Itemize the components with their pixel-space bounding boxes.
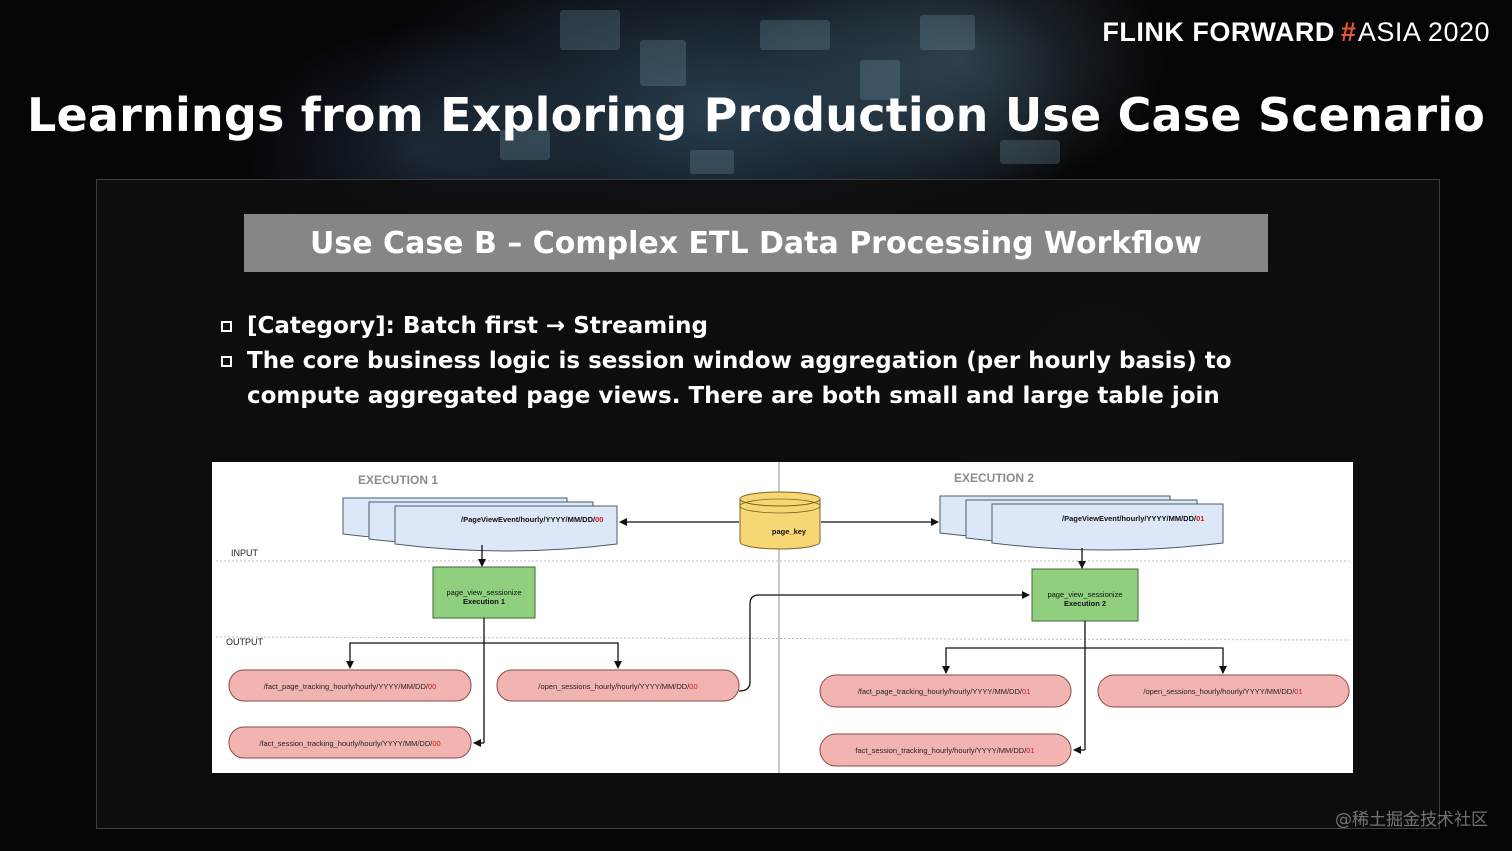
page-key-database: page_key <box>739 491 821 550</box>
exec1-process-box: page_view_sessionize Execution 1 <box>432 566 536 619</box>
exec1-input-document: /PageViewEvent/hourly/YYYY/MM/DD/00 <box>342 497 618 552</box>
bg-tile <box>560 10 620 50</box>
brand-hash: # <box>1340 16 1356 47</box>
exec1-process-name: page_view_sessionize <box>446 588 521 597</box>
exec1-output-fact-page: /fact_page_tracking_hourly/hourly/YYYY/M… <box>228 669 472 702</box>
output-guide-line <box>215 636 1350 641</box>
checkbox-bullet-icon <box>221 321 232 332</box>
bg-tile <box>920 15 975 50</box>
exec2-input-document: /PageViewEvent/hourly/YYYY/MM/DD/01 <box>939 495 1224 551</box>
exec1-output-open-sessions: /open_sessions_hourly/hourly/YYYY/MM/DD/… <box>496 669 740 702</box>
exec2-title: EXECUTION 2 <box>954 471 1034 485</box>
svg-text:/fact_page_tracking_hourly/hou: /fact_page_tracking_hourly/hourly/YYYY/M… <box>858 687 1031 696</box>
svg-text:/open_sessions_hourly/hourly/Y: /open_sessions_hourly/hourly/YYYY/MM/DD/… <box>538 682 697 691</box>
bullet-list: [Category]: Batch first → Streaming The … <box>218 309 1298 414</box>
svg-text:fact_session_tracking_hourly/h: fact_session_tracking_hourly/hourly/YYYY… <box>855 746 1034 755</box>
exec1-input-path: /PageViewEvent/hourly/YYYY/MM/DD/00 <box>461 515 603 524</box>
bg-tile <box>760 20 830 50</box>
brand-logo: FLINK FORWARD # ASIA 2020 <box>1102 14 1490 50</box>
exec2-connectors <box>942 548 1227 754</box>
exec2-process-label: Execution 2 <box>1064 599 1106 608</box>
brand-event: ASIA 2020 <box>1357 16 1490 47</box>
bullet-item: [Category]: Batch first → Streaming <box>218 309 1298 344</box>
exec2-input-path: /PageViewEvent/hourly/YYYY/MM/DD/01 <box>1062 514 1204 523</box>
exec1-output-fact-session: /fact_session_tracking_hourly/hourly/YYY… <box>228 726 472 759</box>
exec2-process-box: page_view_sessionize Execution 2 <box>1031 568 1139 622</box>
brand-name: FLINK FORWARD <box>1102 16 1335 47</box>
exec2-process-name: page_view_sessionize <box>1047 590 1122 599</box>
exec2-output-fact-session: fact_session_tracking_hourly/hourly/YYYY… <box>819 733 1072 767</box>
workflow-diagram: INPUT OUTPUT EXECUTION 1 /PageViewEvent/… <box>212 462 1353 773</box>
bg-tile <box>1000 140 1060 164</box>
exec2-output-open-sessions: /open_sessions_hourly/hourly/YYYY/MM/DD/… <box>1097 674 1350 708</box>
workflow-diagram-svg: INPUT OUTPUT EXECUTION 1 /PageViewEvent/… <box>215 462 1350 773</box>
exec1-connectors <box>346 545 1030 747</box>
exec1-process-label: Execution 1 <box>463 597 505 606</box>
usecase-banner: Use Case B – Complex ETL Data Processing… <box>244 214 1268 272</box>
database-label: page_key <box>772 527 807 536</box>
bg-tile <box>690 150 734 174</box>
bullet-text: The core business logic is session windo… <box>247 348 1232 409</box>
exec1-title: EXECUTION 1 <box>358 473 438 487</box>
exec2-output-fact-page: /fact_page_tracking_hourly/hourly/YYYY/M… <box>819 674 1072 708</box>
bg-tile <box>860 60 900 100</box>
bg-tile <box>500 130 550 160</box>
bullet-item: The core business logic is session windo… <box>218 344 1298 414</box>
input-section-label: INPUT <box>231 548 259 558</box>
bg-tile <box>640 40 686 86</box>
bullet-text: [Category]: Batch first → Streaming <box>247 313 708 339</box>
watermark: @稀土掘金技术社区 <box>1335 810 1488 830</box>
output-section-label: OUTPUT <box>226 637 264 647</box>
svg-text:/fact_page_tracking_hourly/hou: /fact_page_tracking_hourly/hourly/YYYY/M… <box>264 682 437 691</box>
svg-text:/open_sessions_hourly/hourly/Y: /open_sessions_hourly/hourly/YYYY/MM/DD/… <box>1143 687 1302 696</box>
checkbox-bullet-icon <box>221 356 232 367</box>
slide-title: Learnings from Exploring Production Use … <box>26 88 1486 142</box>
svg-text:/fact_session_tracking_hourly/: /fact_session_tracking_hourly/hourly/YYY… <box>259 739 440 748</box>
